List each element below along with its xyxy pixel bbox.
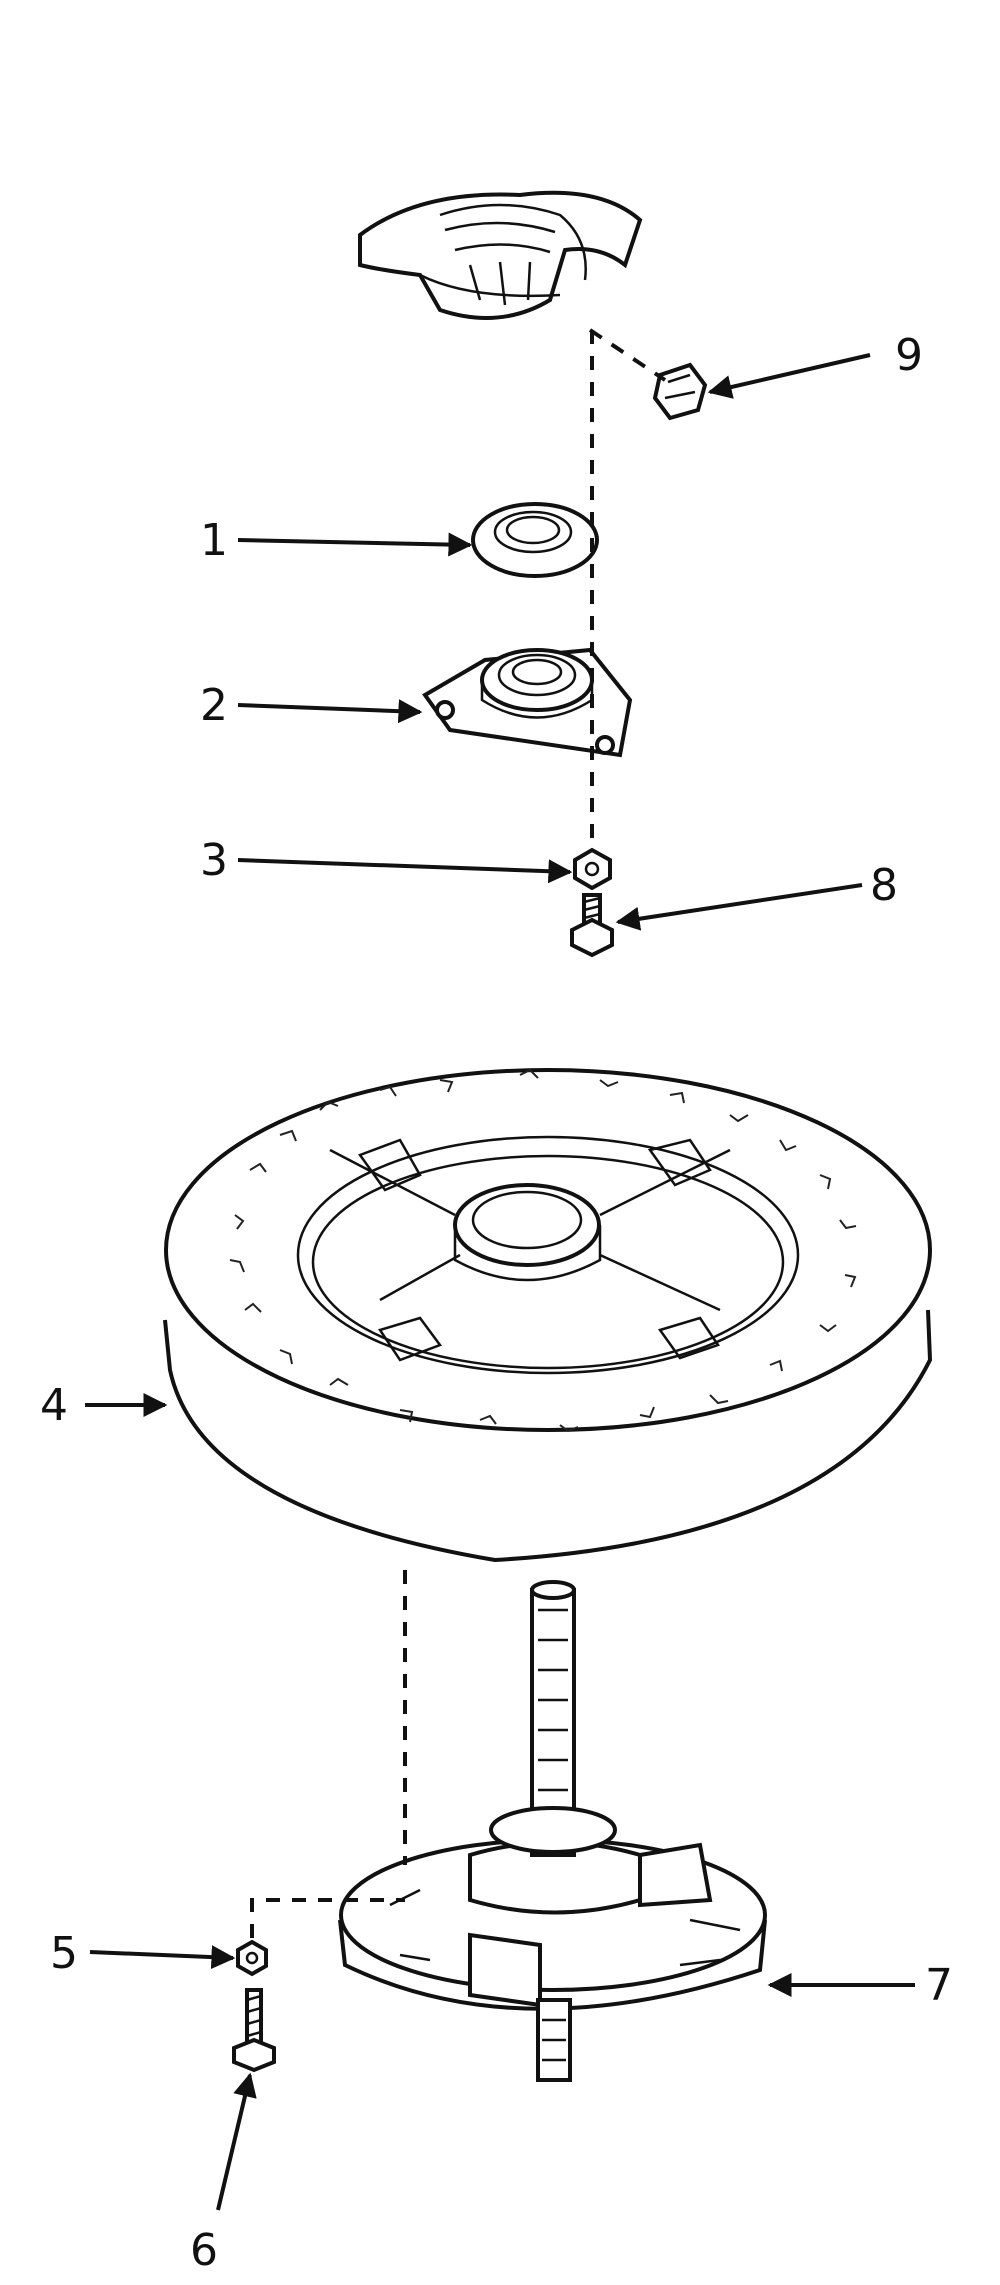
callout-4: 4 bbox=[40, 1380, 68, 1431]
callout-3: 3 bbox=[200, 835, 228, 886]
leader-1 bbox=[237, 532, 473, 557]
callout-8: 8 bbox=[870, 860, 898, 911]
part-4-drive-ring bbox=[163, 1068, 933, 1563]
part-3-nut bbox=[573, 847, 612, 891]
tub-housing-fragment bbox=[358, 190, 643, 320]
callout-1: 1 bbox=[200, 515, 228, 566]
part-8-bolt bbox=[570, 893, 614, 958]
leader-2 bbox=[237, 699, 423, 724]
callout-7: 7 bbox=[925, 1960, 953, 2011]
part-9-clip bbox=[652, 362, 708, 421]
callout-labels: 9 1 2 3 8 4 5 7 6 bbox=[40, 330, 953, 2276]
part-5-nut bbox=[236, 1939, 268, 1977]
part-2-bearing-flange bbox=[422, 647, 633, 758]
callout-9: 9 bbox=[895, 330, 923, 381]
part-1-seal bbox=[471, 502, 599, 578]
callout-5: 5 bbox=[50, 1928, 78, 1979]
callout-2: 2 bbox=[200, 680, 228, 731]
assembly-lines bbox=[250, 328, 667, 1938]
leader-3 bbox=[237, 858, 573, 884]
part-7-transmission bbox=[338, 1580, 767, 2082]
part-6-bolt bbox=[232, 1988, 276, 2073]
leader-6 bbox=[216, 2072, 257, 2211]
leader-lines bbox=[85, 353, 915, 2211]
callout-6: 6 bbox=[190, 2225, 218, 2276]
leader-8 bbox=[615, 883, 863, 931]
leader-9 bbox=[707, 353, 871, 399]
leader-5 bbox=[89, 1945, 236, 1970]
